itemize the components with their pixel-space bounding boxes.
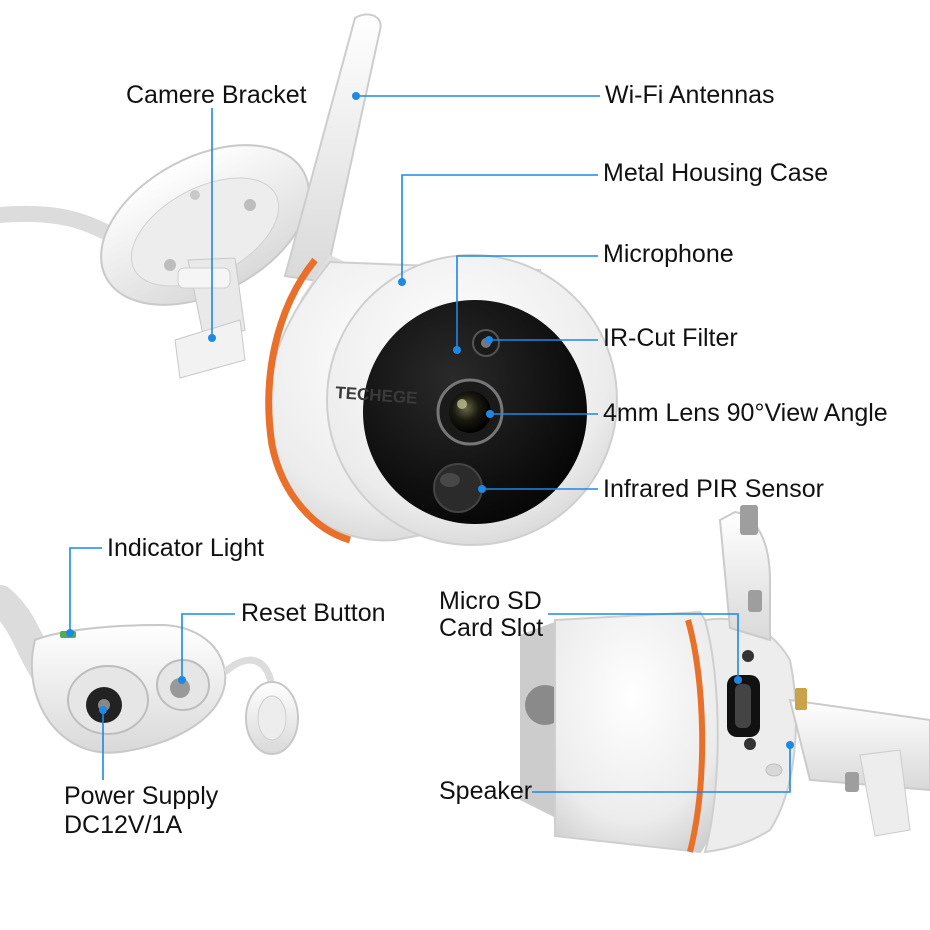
camera-bracket — [0, 144, 310, 379]
label-reset-button: Reset Button — [241, 599, 386, 627]
label-metal-housing: Metal Housing Case — [603, 159, 829, 187]
label-camera-bracket: Camere Bracket — [126, 81, 307, 109]
label-pir-sensor: Infrared PIR Sensor — [603, 475, 824, 503]
label-microphone: Microphone — [603, 240, 734, 268]
callout-lines — [66, 92, 794, 793]
label-speaker: Speaker — [439, 777, 533, 805]
label-ir-cut-filter: IR-Cut Filter — [603, 324, 738, 352]
label-indicator-light: Indicator Light — [107, 534, 265, 562]
camera-housing — [265, 254, 618, 546]
power-connector — [0, 585, 299, 755]
label-wifi-antennas: Wi-Fi Antennas — [605, 81, 775, 109]
label-power-line2: DC12V/1A — [64, 811, 183, 839]
side-view-camera — [520, 505, 930, 854]
label-power-line1: Power Supply — [64, 782, 219, 810]
label-micro-sd-line2: Card Slot — [439, 614, 544, 642]
label-micro-sd-line1: Micro SD — [439, 587, 542, 615]
label-lens: 4mm Lens 90°View Angle — [603, 399, 888, 427]
